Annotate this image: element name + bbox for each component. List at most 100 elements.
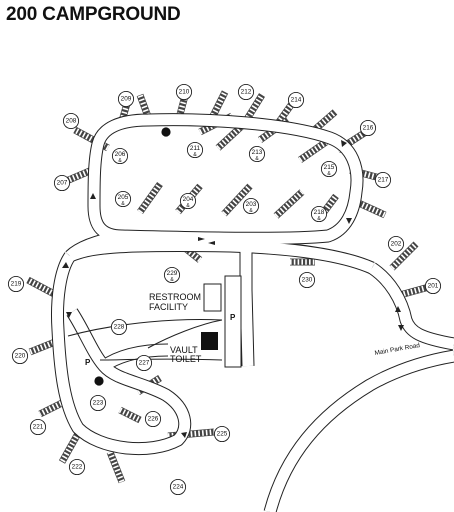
campsite-spur — [273, 189, 305, 219]
campsite-222: 222 — [68, 458, 86, 476]
campsite-marker-circle — [213, 425, 231, 443]
dark-dot-marker — [94, 376, 104, 386]
campsite-201: 201 — [424, 277, 442, 295]
restroom-building — [203, 283, 222, 312]
campsite-number: 212 — [241, 89, 252, 96]
campsite-spur — [137, 181, 163, 215]
campsite-marker-circle — [310, 205, 328, 223]
campsite-number: 222 — [72, 464, 83, 471]
arrow-icon — [398, 325, 404, 331]
arrow-icon — [62, 262, 69, 268]
campsite-number: 211 — [190, 145, 201, 152]
campsite-marker-circle — [298, 271, 316, 289]
campsite-marker-circle — [117, 90, 135, 108]
main-park-road-label: Main Park Road — [374, 342, 421, 357]
campsite-marker-circle — [179, 192, 197, 210]
campsite-spur — [118, 406, 142, 424]
parking-label: P — [85, 358, 91, 367]
dark-dot-marker — [161, 127, 171, 137]
campsite-number: 226 — [148, 416, 159, 423]
campsite-number: 201 — [428, 283, 439, 290]
campsite-number: 230 — [302, 277, 313, 284]
arrow-icon — [90, 193, 96, 199]
campsite-number: 221 — [33, 424, 44, 431]
campsite-number: 217 — [378, 177, 389, 184]
arrow-icon — [346, 218, 352, 224]
arrow-icon — [198, 237, 205, 241]
campsite-spur-fill — [107, 450, 125, 484]
campsite-marker-circle — [237, 83, 255, 101]
campsite-marker-circle — [242, 197, 260, 215]
campsite-spur-fill — [59, 428, 83, 464]
campsite-marker-circle — [11, 347, 29, 365]
campsite-227: 227 — [135, 354, 153, 372]
campsite-marker-circle — [287, 91, 305, 109]
restroom-label-line1: RESTROOM — [149, 292, 201, 302]
campsite-marker-circle — [135, 354, 153, 372]
campsite-230: 230 — [298, 271, 316, 289]
campsite-number: 220 — [15, 353, 26, 360]
vault-toilet-building — [201, 332, 218, 350]
road-segment-fill — [67, 239, 375, 274]
campsite-209: 209 — [117, 90, 135, 108]
campsite-number: 215 — [324, 164, 335, 171]
parking-lot-main — [224, 275, 242, 368]
campsite-218: 218& — [310, 205, 328, 223]
campsite-213: 213& — [248, 145, 266, 163]
campsite-206: 206& — [111, 147, 129, 165]
campsite-226: 226 — [144, 410, 162, 428]
campsite-number: 213 — [252, 149, 263, 156]
accessible-icon: & — [249, 208, 253, 214]
campsite-217: 217 — [374, 171, 392, 189]
campsite-marker-circle — [7, 275, 25, 293]
campsite-number: 206 — [115, 151, 126, 158]
campsite-spur-fill — [207, 90, 228, 124]
parking-label: P — [230, 313, 236, 322]
road-network — [51, 113, 454, 512]
vault-toilet-label-line1: VAULT — [170, 345, 198, 355]
arrow-icon — [181, 432, 187, 438]
vault-toilet-label-line2: TOILET — [170, 354, 202, 364]
arrow-icon — [208, 241, 215, 245]
campsite-markers: 201202203&204&205&206&207208209210211&21… — [7, 83, 442, 496]
direction-arrows — [62, 140, 404, 438]
campsite-marker-circle — [163, 266, 181, 284]
campsite-225: 225 — [213, 425, 231, 443]
main-park-road — [263, 349, 454, 512]
campsite-number: 223 — [93, 400, 104, 407]
campsite-223: 223 — [89, 394, 107, 412]
campsite-number: 205 — [118, 194, 129, 201]
road-segment-fill — [100, 344, 169, 371]
campsite-224: 224 — [169, 478, 187, 496]
campsite-221: 221 — [29, 418, 47, 436]
campsite-number: 216 — [363, 125, 374, 132]
campsite-208: 208 — [62, 112, 80, 130]
campsite-marker-circle — [114, 190, 132, 208]
accessible-icon: & — [186, 203, 190, 209]
campsite-spur-fill — [298, 139, 328, 163]
campsite-marker-circle — [359, 119, 377, 137]
campsite-number: 228 — [114, 324, 125, 331]
campsite-211: 211& — [186, 141, 204, 159]
accessible-icon: & — [118, 158, 122, 164]
main-park-road-fill — [264, 350, 454, 512]
campsite-marker-circle — [387, 235, 405, 253]
campsite-number: 202 — [391, 241, 402, 248]
campsite-number: 227 — [139, 360, 150, 367]
campsite-marker-circle — [68, 458, 86, 476]
campsite-207: 207 — [53, 174, 71, 192]
arrow-icon — [66, 312, 72, 318]
campsite-228: 228 — [110, 318, 128, 336]
map-title: 200 CAMPGROUND — [6, 4, 181, 25]
campsite-220: 220 — [11, 347, 29, 365]
campsite-number: 219 — [11, 281, 22, 288]
campsite-205: 205& — [114, 190, 132, 208]
campsite-spur — [389, 241, 419, 271]
campsite-214: 214 — [287, 91, 305, 109]
campsite-marker-circle — [62, 112, 80, 130]
campsite-marker-circle — [89, 394, 107, 412]
campsite-202: 202 — [387, 235, 405, 253]
accessible-icon: & — [255, 156, 259, 162]
accessible-icon: & — [170, 277, 174, 283]
